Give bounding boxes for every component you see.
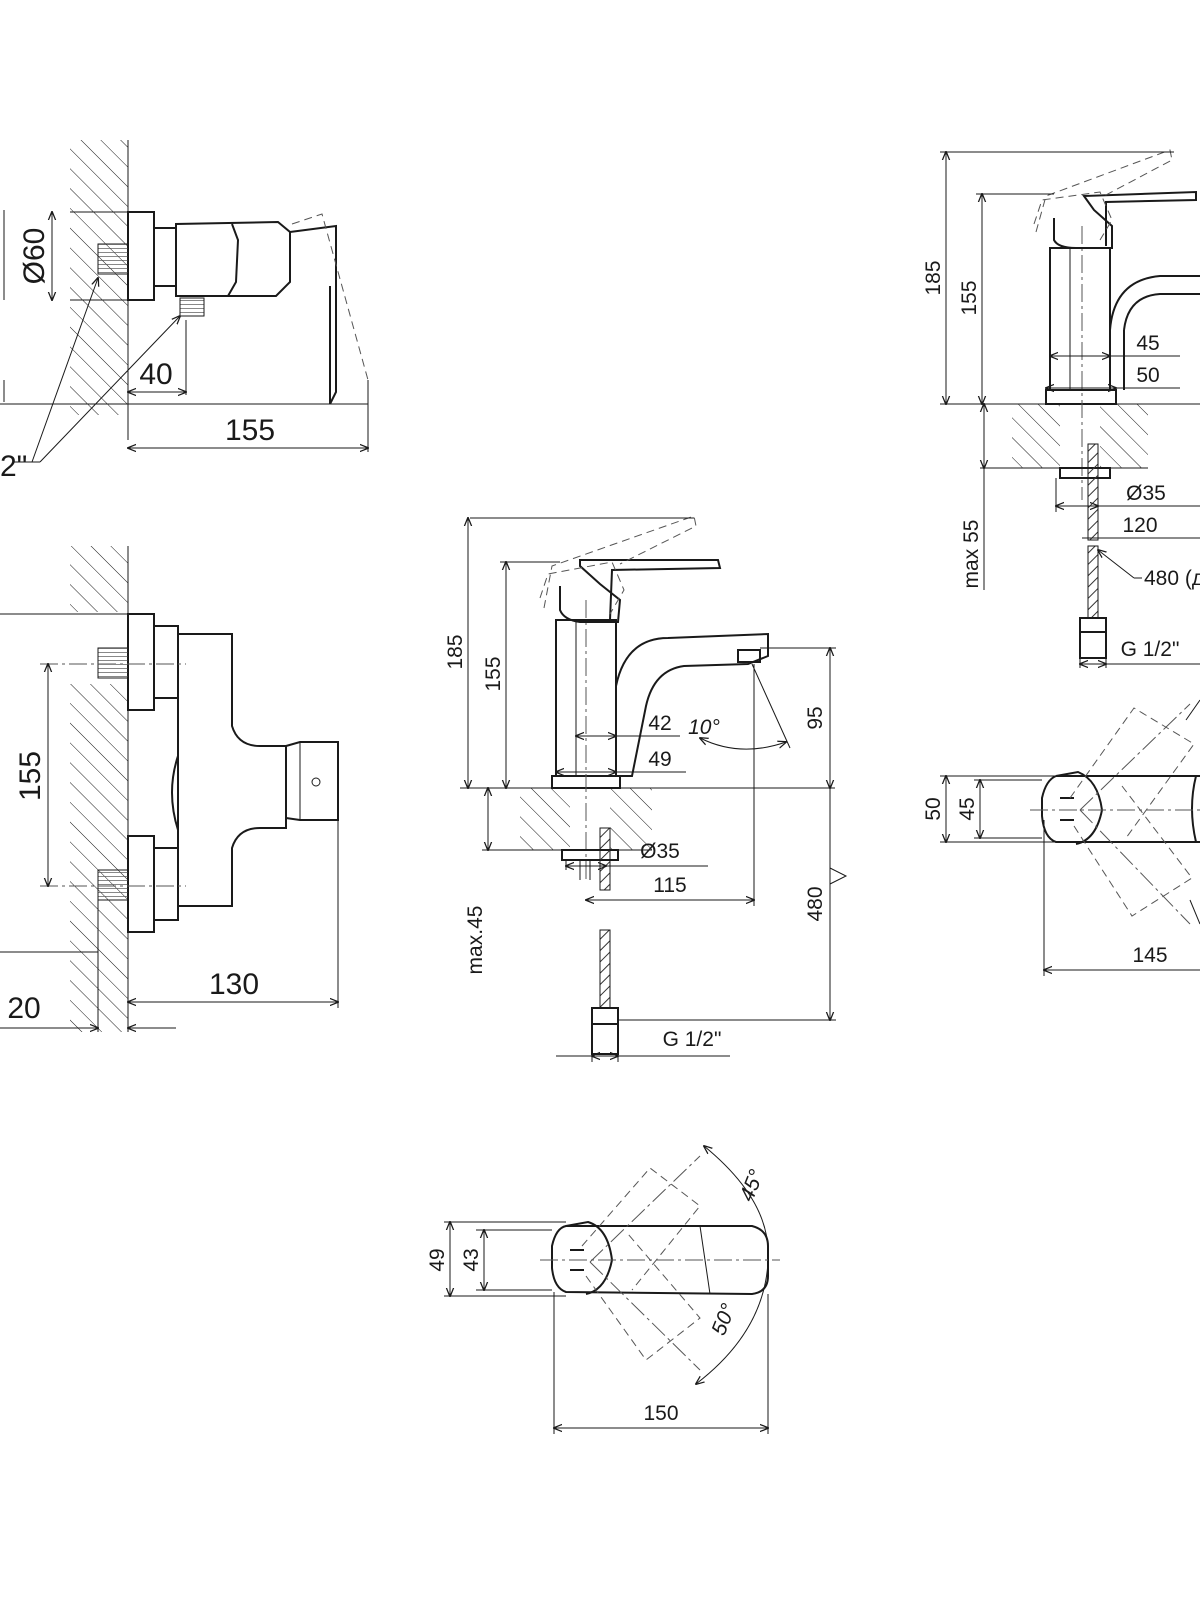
dim-diameter: Ø60 [18,228,51,285]
dim-thread-partial: 2" [0,450,27,483]
bidet-dim-body-width: 50 [1136,364,1159,387]
bidet-top-width-inner: 45 [956,797,979,820]
upper-flange [127,613,155,711]
bidet-handle-up-dashed [1069,707,1195,839]
wall-hatch [70,140,128,415]
body-edge [227,223,240,297]
dim-top-width-inner: 43 [460,1248,483,1271]
hose-nut [591,1007,619,1025]
bidet-handle-down-dashed [1073,785,1193,917]
dim-tilt-angle: 10° [688,716,720,739]
dim-outlet-height: 95 [804,706,827,729]
hose-lower [599,929,611,1009]
bidet-hose [1087,443,1099,541]
front-body-curve [171,755,179,831]
bidet-body [1049,247,1111,391]
bidet-dim-thread: G 1/2" [1121,638,1180,661]
handle-outline [289,224,337,405]
dim-length: 155 [225,414,275,447]
bidet-dim-hose-partial: 480 (д [1144,567,1200,590]
dim-angle-down: 50° [707,1301,740,1339]
dim-max-thickness: max.45 [464,906,487,975]
aerator [737,649,761,663]
lever-raised-dashed [543,515,697,609]
bidet-dim-total-height: 185 [922,260,945,295]
bidet-dim-hole: Ø35 [1126,482,1166,505]
wall-flange [127,211,155,301]
bidet-dim-reach: 120 [1122,514,1157,537]
bidet-top-body [1041,775,1200,843]
dim-spout-height: 155 [482,656,505,691]
dim-body-width-inner: 42 [648,712,671,735]
dim-reach: 115 [653,874,686,897]
eccentric-nut [153,227,177,287]
dim-outlet-depth: 40 [139,358,172,391]
mixer-body [175,220,291,297]
bidet-top-view: 50 45 145 [922,699,1200,976]
front-body [177,633,287,907]
bidet-top-width-outer: 50 [922,797,945,820]
handle-tilted-dashed [291,213,369,381]
bidet-spout [1109,275,1200,331]
outlet-thread [179,297,205,317]
handle-screw [311,777,321,787]
inlet-thread [97,243,129,275]
bidet-dim-body-width-inner: 45 [1136,332,1159,355]
front-handle [285,741,339,821]
handle-50-dashed [585,1233,701,1361]
bidet-dim-spout-height: 155 [958,280,981,315]
basin-side-view: 185 155 42 49 10° 95 480 Ø35 115 max.45 [444,515,848,1062]
bidet-lever-dashed [1035,149,1173,233]
dim-inlet-spacing: 155 [14,751,47,801]
dim-thread: G 1/2" [663,1028,722,1051]
dim-offset: 20 [7,992,40,1025]
bidet-dim-max-thickness: max 55 [960,520,983,589]
dim-top-length: 150 [643,1402,678,1425]
bidet-side-view: 185 155 45 50 Ø35 120 max 55 480 (д G 1/… [922,149,1200,668]
dim-front-length: 130 [209,968,259,1001]
dim-top-width-outer: 49 [426,1248,449,1271]
bidet-top-length: 145 [1132,944,1167,967]
dim-hole: Ø35 [640,840,680,863]
hose-upper [599,827,611,891]
dim-angle-up: 45° [735,1167,768,1205]
dim-body-width: 49 [648,748,671,771]
dim-hose-length: 480 [804,886,827,921]
lever-tilt-dashed [539,561,625,615]
basin-top-view: 45° 50° 49 43 150 [426,1146,780,1434]
bidet-cartridge [1053,190,1197,249]
handle-45-dashed [581,1167,701,1291]
basin-spout [615,632,769,777]
dim-total-height: 185 [444,634,467,669]
lower-flange [127,835,155,933]
shower-front-view: 155 130 20 [0,546,339,1032]
shower-side-view: Ø60 40 155 2" [0,140,368,483]
basin-cartridge [559,559,722,623]
